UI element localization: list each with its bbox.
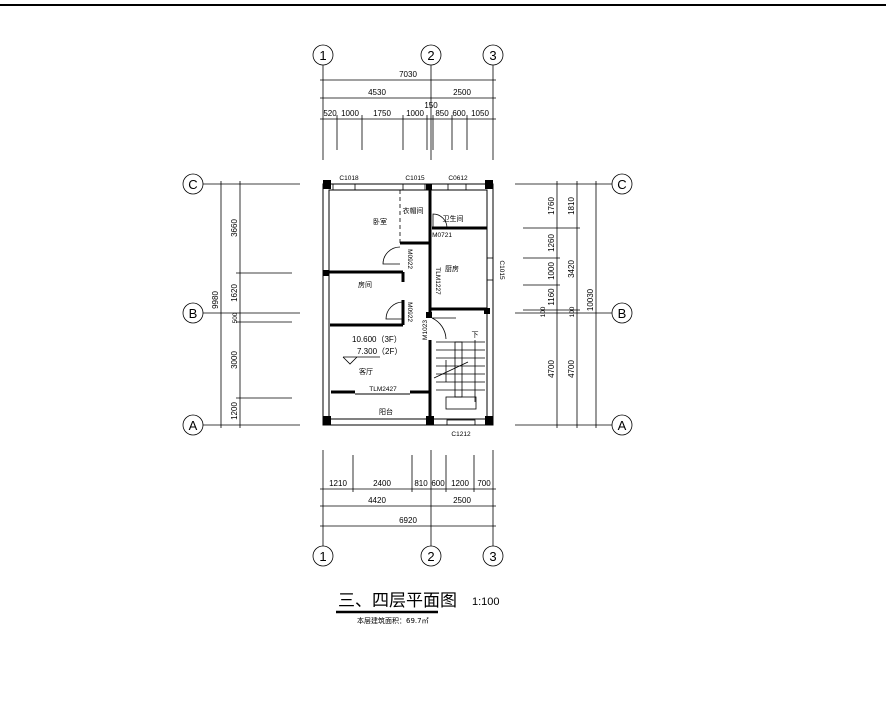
dim-text: 6920 — [399, 516, 417, 525]
dim-text: 2500 — [453, 496, 471, 505]
door-label: M0721 — [432, 232, 452, 239]
door-label: M0922 — [406, 249, 413, 269]
windows — [332, 183, 494, 426]
axis-label: A — [189, 418, 198, 433]
dim-text: 810 — [414, 479, 428, 488]
dim-text: 4420 — [368, 496, 386, 505]
dimensions-left: 9980 3660 1620 500 3000 1200 — [211, 181, 292, 428]
dim-text: 150 — [424, 101, 438, 110]
axis-label: 1 — [319, 48, 326, 63]
floor-area: 本层建筑面积：69.7㎡ — [357, 616, 429, 625]
dim-text: 3000 — [230, 351, 239, 369]
level-marker-icon — [342, 356, 380, 365]
dim-text: 1210 — [329, 479, 347, 488]
dim-text: 3420 — [567, 260, 576, 278]
dim-text: 600 — [431, 479, 445, 488]
dim-text: 4530 — [368, 88, 386, 97]
dim-text: 1000 — [547, 262, 556, 280]
window-label: C1212 — [451, 431, 471, 438]
dim-text: 520 — [323, 109, 337, 118]
room-label-room: 房间 — [358, 280, 372, 289]
drawing-scale: 1:100 — [472, 596, 500, 608]
level-3f: 10.600（3F） — [352, 335, 402, 344]
dim-text: 1620 — [230, 284, 239, 302]
dim-text: 850 — [435, 109, 449, 118]
dim-text: 7030 — [399, 70, 417, 79]
dim-text: 1200 — [451, 479, 469, 488]
dim-text: 1200 — [230, 402, 239, 420]
room-label-balcony: 阳台 — [379, 407, 393, 416]
dimensions-top: 7030 4530 2500 520 1000 1750 1000 150 85… — [320, 70, 496, 150]
axis-label: 3 — [489, 48, 496, 63]
level-2f: 7.300（2F） — [357, 347, 402, 356]
door-label: M1023 — [422, 320, 429, 340]
dim-text: 1810 — [567, 197, 576, 215]
axis-label: B — [189, 306, 198, 321]
axis-bubbles: 1 2 3 1 2 3 C B A C B A — [182, 44, 633, 567]
window-label: C1015 — [405, 175, 425, 182]
dim-text: 2500 — [453, 88, 471, 97]
door-label: TLM1227 — [434, 267, 441, 295]
drawing-title: 三、四层平面图 — [338, 591, 457, 611]
dim-text: 100 — [540, 306, 547, 317]
door-label: M0922 — [406, 302, 413, 322]
dim-text: 1000 — [406, 109, 424, 118]
window-label: C0612 — [448, 175, 468, 182]
dim-text: 1050 — [471, 109, 489, 118]
dim-text: 1160 — [547, 288, 556, 306]
axis-label: 2 — [427, 549, 434, 564]
dim-text: 2400 — [373, 479, 391, 488]
room-label-living: 客厅 — [359, 367, 373, 376]
dimensions-right: 1760 1260 1000 1160 100 4700 1810 3420 1… — [523, 181, 597, 428]
dim-text: 10030 — [586, 288, 595, 311]
stairs — [433, 340, 485, 410]
window-label: C1015 — [498, 260, 505, 280]
dim-text: 9980 — [211, 291, 220, 309]
dim-text: 4700 — [567, 360, 576, 378]
dim-text: 700 — [477, 479, 491, 488]
stair-down-label: 下 — [472, 331, 479, 339]
window-label: C1018 — [339, 175, 359, 182]
axis-label: C — [617, 177, 626, 192]
axis-label: B — [618, 306, 627, 321]
doors — [382, 213, 456, 340]
dim-text: 3660 — [230, 219, 239, 237]
axis-label: 3 — [489, 549, 496, 564]
dim-text: 1760 — [547, 197, 556, 215]
dim-text: 100 — [569, 306, 576, 317]
axis-label: 1 — [319, 549, 326, 564]
room-label-bedroom: 卧室 — [373, 217, 387, 226]
axis-label: A — [618, 418, 627, 433]
axis-label: 2 — [427, 48, 434, 63]
dim-text: 500 — [232, 312, 239, 323]
dimensions-bottom: 1210 2400 810 600 1200 700 4420 2500 692… — [320, 455, 496, 527]
door-label: TLM2427 — [369, 386, 397, 393]
dim-text: 4700 — [547, 360, 556, 378]
room-label-closet: 衣帽间 — [403, 206, 424, 215]
room-label-bathroom: 卫生间 — [443, 214, 464, 223]
axis-label: C — [188, 177, 197, 192]
dim-text: 1750 — [373, 109, 391, 118]
dim-text: 1260 — [547, 234, 556, 252]
dim-text: 600 — [452, 109, 466, 118]
dim-text: 1000 — [341, 109, 359, 118]
room-label-kitchen: 厨房 — [445, 264, 459, 273]
